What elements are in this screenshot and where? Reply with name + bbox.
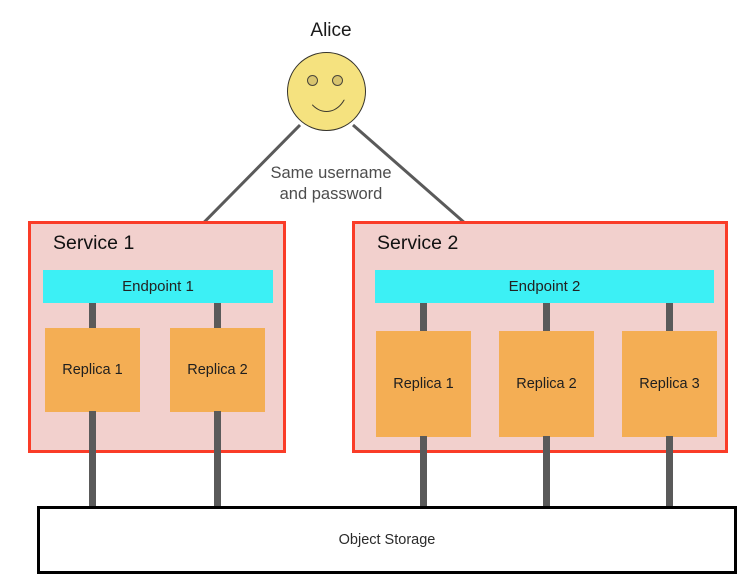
connector-endpoint2-to-s2replica2 <box>543 303 550 332</box>
connector-endpoint1-to-s1replica2 <box>214 303 221 329</box>
service-title-1: Service 1 <box>53 232 135 254</box>
endpoint-box-2[interactable]: Endpoint 2 <box>375 270 714 303</box>
connector-s1replica2-to-storage <box>214 411 221 508</box>
replica-box-s2-r2[interactable]: Replica 2 <box>499 331 594 437</box>
connector-endpoint2-to-s2replica1 <box>420 303 427 332</box>
connector-s2replica1-to-storage <box>420 436 427 508</box>
connector-s1replica1-to-storage <box>89 411 96 508</box>
edge-label-line-1: Same username <box>270 164 392 182</box>
connector-s2replica3-to-storage <box>666 436 673 508</box>
replica-box-s2-r3[interactable]: Replica 3 <box>622 331 717 437</box>
endpoint-box-1[interactable]: Endpoint 1 <box>43 270 273 303</box>
connector-endpoint2-to-s2replica3 <box>666 303 673 332</box>
connector-s2replica2-to-storage <box>543 436 550 508</box>
smiley-eye-right-icon <box>332 75 343 86</box>
service-title-2: Service 2 <box>377 232 459 254</box>
smiley-mouth-icon <box>305 86 348 112</box>
replica-box-s1-r1[interactable]: Replica 1 <box>45 328 140 412</box>
smiley-eye-left-icon <box>307 75 318 86</box>
replica-box-s2-r1[interactable]: Replica 1 <box>376 331 471 437</box>
smiley-face-icon <box>287 52 366 131</box>
actor-label-alice: Alice <box>310 20 352 41</box>
object-storage-box[interactable]: Object Storage <box>37 506 737 574</box>
edge-label-line-2: and password <box>279 185 383 203</box>
replica-box-s1-r2[interactable]: Replica 2 <box>170 328 265 412</box>
edge-label-credentials: Same username and password <box>246 163 416 205</box>
connector-endpoint1-to-s1replica1 <box>89 303 96 329</box>
